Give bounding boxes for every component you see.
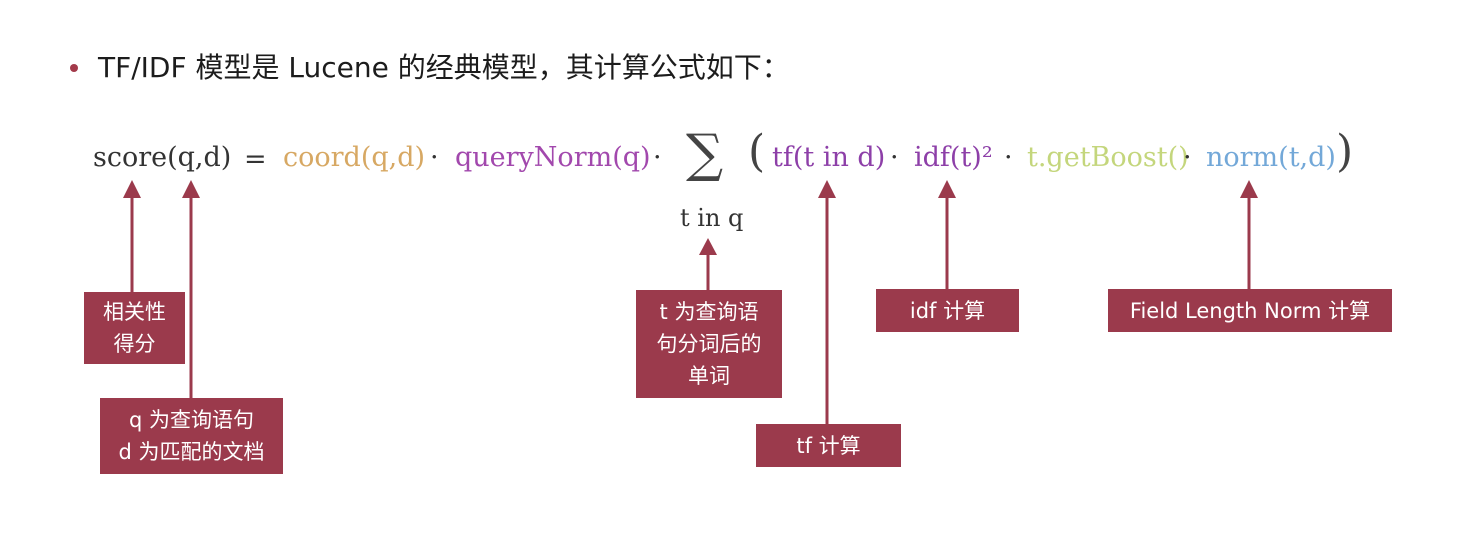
formula-sigma: ∑ <box>686 124 724 184</box>
formula-equals: = <box>244 144 267 175</box>
label-term: t 为查询语 句分词后的 单词 <box>636 290 782 398</box>
formula-coord: coord(q,d) <box>283 142 426 173</box>
formula-dot: · <box>430 142 439 173</box>
arrowhead-norm <box>1240 180 1258 198</box>
formula-norm: norm(t,d) <box>1206 142 1336 173</box>
formula-dot: · <box>890 142 899 173</box>
arrowhead-qd <box>182 180 200 198</box>
formula-close-paren: ) <box>1336 126 1354 177</box>
formula-dot: · <box>1183 142 1192 173</box>
label-idf-calc: idf 计算 <box>876 289 1019 332</box>
formula-dot: · <box>653 142 662 173</box>
formula-sum-subscript: t in q <box>680 204 744 232</box>
label-relevance-score: 相关性 得分 <box>84 292 185 364</box>
bullet-dot <box>70 64 78 72</box>
arrowhead-tf <box>818 180 836 198</box>
formula-idf: idf(t)² <box>914 142 993 173</box>
formula-score: score(q,d) <box>93 142 232 173</box>
arrowhead-score <box>123 180 141 198</box>
arrowhead-idf <box>938 180 956 198</box>
slide-title: TF/IDF 模型是 Lucene 的经典模型，其计算公式如下： <box>98 51 790 84</box>
label-tf-calc: tf 计算 <box>756 424 901 467</box>
formula-tf: tf(t in d) <box>772 142 886 173</box>
label-query-document: q 为查询语句 d 为匹配的文档 <box>100 398 283 474</box>
formula-query-norm: queryNorm(q) <box>455 142 651 173</box>
formula-open-paren: ( <box>748 126 766 177</box>
formula-boost: t.getBoost() <box>1027 142 1189 173</box>
arrowhead-tinq <box>699 238 717 255</box>
label-field-length-norm: Field Length Norm 计算 <box>1108 289 1392 332</box>
formula-dot: · <box>1004 142 1013 173</box>
